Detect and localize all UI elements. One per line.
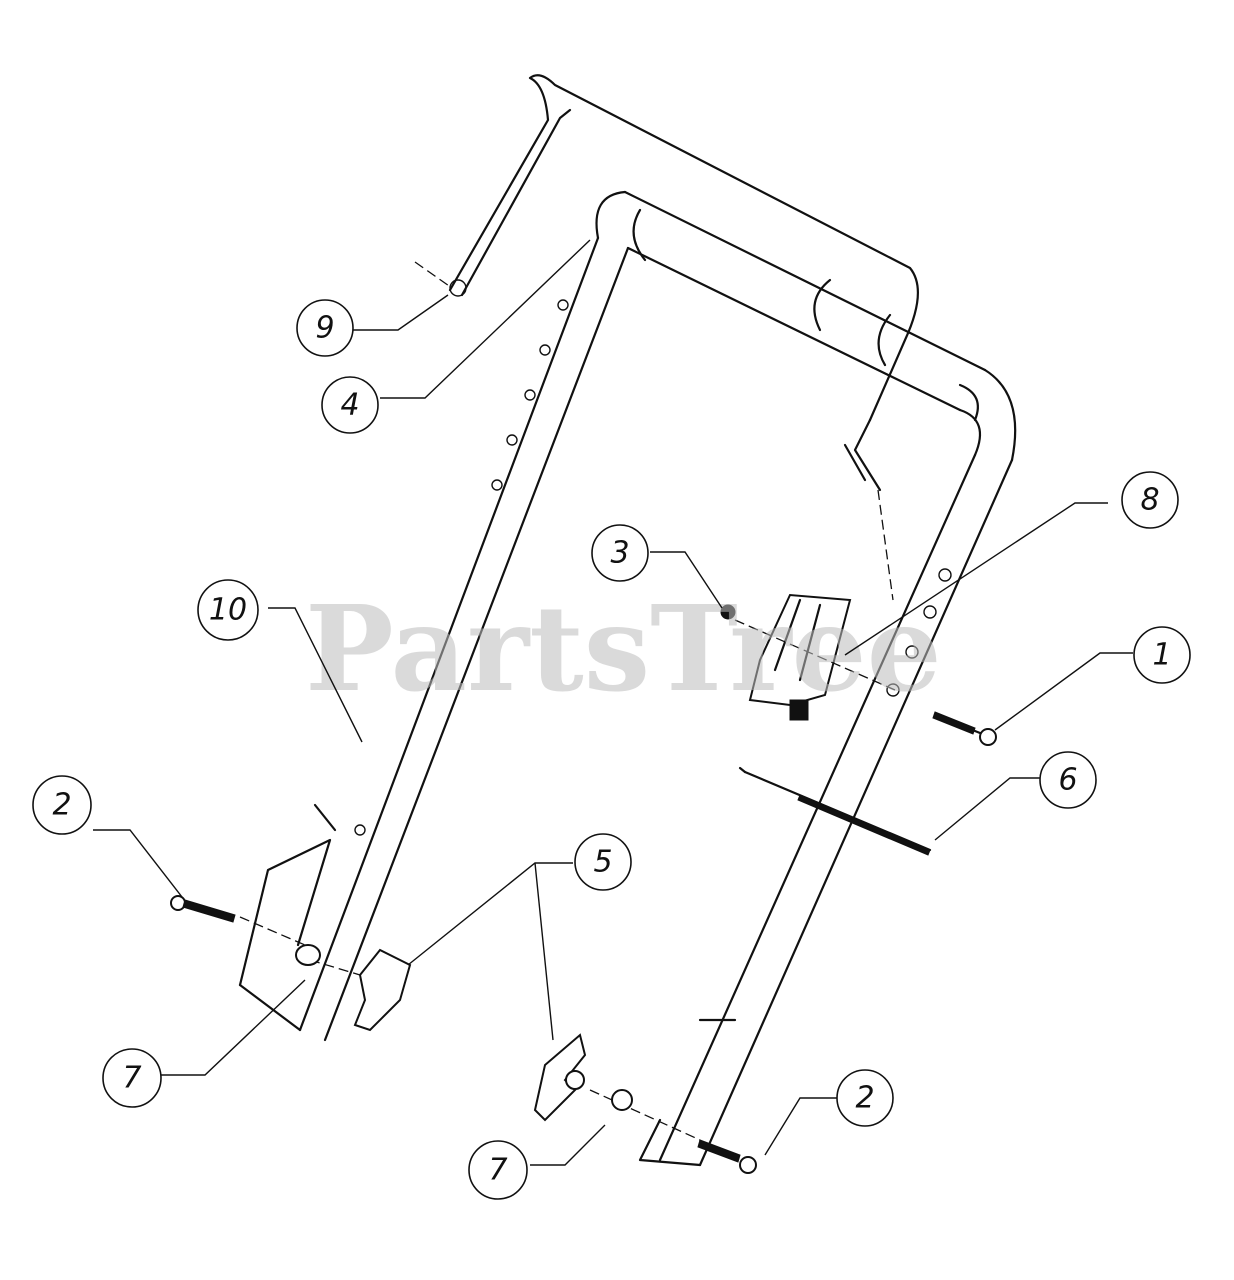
svg-text:10: 10 — [209, 593, 247, 628]
wing-knob-left — [309, 948, 412, 1032]
svg-text:8: 8 — [1140, 483, 1159, 518]
svg-text:3: 3 — [610, 536, 629, 571]
callout-8: 8 — [1121, 471, 1179, 529]
washer-left — [295, 944, 321, 966]
carriage-bolt-right — [589, 1089, 757, 1174]
svg-text:7: 7 — [488, 1153, 507, 1188]
svg-text:5: 5 — [593, 845, 612, 880]
svg-text:6: 6 — [1058, 763, 1077, 798]
washer-right — [611, 1089, 633, 1111]
callout-3: 3 — [591, 524, 649, 582]
callout-9: 9 — [296, 299, 354, 357]
callout-2-left: 2 — [32, 775, 92, 835]
svg-text:4: 4 — [340, 388, 359, 423]
lock-nut — [720, 604, 736, 620]
callout-7-left: 7 — [102, 1048, 162, 1108]
cable-guide-bracket — [734, 593, 896, 721]
leader-lines — [93, 239, 1133, 1166]
callout-7-right: 7 — [468, 1140, 528, 1200]
bolt-1 — [932, 711, 997, 746]
callout-6: 6 — [1039, 751, 1097, 809]
svg-text:7: 7 — [122, 1061, 141, 1096]
callout-5: 5 — [574, 833, 632, 891]
cable-tie — [738, 766, 932, 856]
svg-text:2: 2 — [52, 788, 71, 823]
wing-knob-right — [533, 1033, 587, 1122]
callout-10: 10 — [197, 579, 259, 641]
callout-1: 1 — [1133, 626, 1191, 684]
svg-text:1: 1 — [1152, 638, 1171, 673]
svg-text:2: 2 — [855, 1081, 874, 1116]
callout-4: 4 — [321, 376, 379, 434]
watermark: PartsTree — [305, 579, 942, 718]
callout-2-right: 2 — [836, 1069, 894, 1127]
svg-text:9: 9 — [315, 311, 334, 346]
carriage-bolt-left — [170, 895, 306, 946]
control-bail — [414, 74, 919, 601]
